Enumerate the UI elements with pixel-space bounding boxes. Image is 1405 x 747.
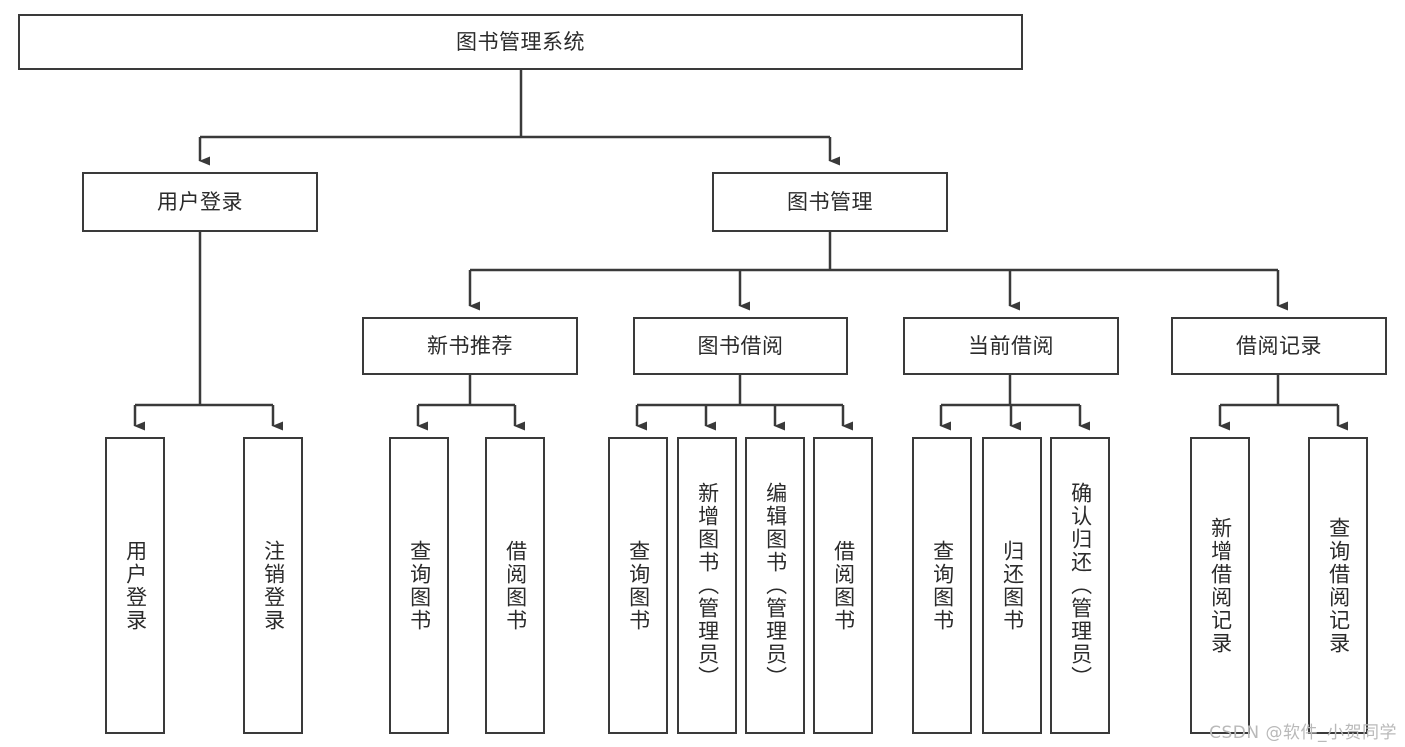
node-level2-1[interactable]: 图书管理 [712, 172, 948, 232]
leaf-node-10[interactable]: 确认归还（管理员） [1050, 437, 1110, 734]
node-root[interactable]: 图书管理系统 [18, 14, 1023, 70]
leaf-node-10-label: 确认归还（管理员） [1068, 482, 1093, 689]
leaf-node-3-label: 借阅图书 [503, 539, 528, 632]
leaf-node-8-label: 查询图书 [930, 539, 955, 632]
leaf-node-11-label: 新增借阅记录 [1208, 516, 1233, 655]
leaf-node-4[interactable]: 查询图书 [608, 437, 668, 734]
leaf-node-2-label: 查询图书 [407, 539, 432, 632]
leaf-node-6[interactable]: 编辑图书（管理员） [745, 437, 805, 734]
leaf-node-6-label: 编辑图书（管理员） [763, 482, 788, 689]
node-level3-3-label: 借阅记录 [1236, 333, 1322, 358]
leaf-node-12-label: 查询借阅记录 [1326, 516, 1351, 655]
node-level3-0-label: 新书推荐 [427, 333, 513, 358]
leaf-node-1[interactable]: 注销登录 [243, 437, 303, 734]
leaf-node-12[interactable]: 查询借阅记录 [1308, 437, 1368, 734]
leaf-node-5[interactable]: 新增图书（管理员） [677, 437, 737, 734]
leaf-node-9-label: 归还图书 [1000, 539, 1025, 632]
leaf-node-7[interactable]: 借阅图书 [813, 437, 873, 734]
node-level2-1-label: 图书管理 [787, 189, 873, 214]
node-root-label: 图书管理系统 [456, 29, 585, 54]
leaf-node-9[interactable]: 归还图书 [982, 437, 1042, 734]
node-level3-2-label: 当前借阅 [968, 333, 1054, 358]
leaf-node-7-label: 借阅图书 [831, 539, 856, 632]
node-level3-1-label: 图书借阅 [697, 333, 784, 358]
leaf-node-1-label: 注销登录 [261, 539, 286, 632]
leaf-node-0-label: 用户登录 [123, 539, 148, 632]
node-level2-0[interactable]: 用户登录 [82, 172, 318, 232]
node-level3-0[interactable]: 新书推荐 [362, 317, 578, 375]
leaf-node-0[interactable]: 用户登录 [105, 437, 165, 734]
leaf-node-2[interactable]: 查询图书 [389, 437, 449, 734]
leaf-node-4-label: 查询图书 [626, 539, 651, 632]
node-level3-3[interactable]: 借阅记录 [1171, 317, 1387, 375]
node-level3-1[interactable]: 图书借阅 [633, 317, 848, 375]
leaf-node-3[interactable]: 借阅图书 [485, 437, 545, 734]
leaf-node-8[interactable]: 查询图书 [912, 437, 972, 734]
node-level3-2[interactable]: 当前借阅 [903, 317, 1119, 375]
leaf-node-11[interactable]: 新增借阅记录 [1190, 437, 1250, 734]
node-level2-0-label: 用户登录 [157, 189, 243, 214]
leaf-node-5-label: 新增图书（管理员） [695, 482, 720, 689]
